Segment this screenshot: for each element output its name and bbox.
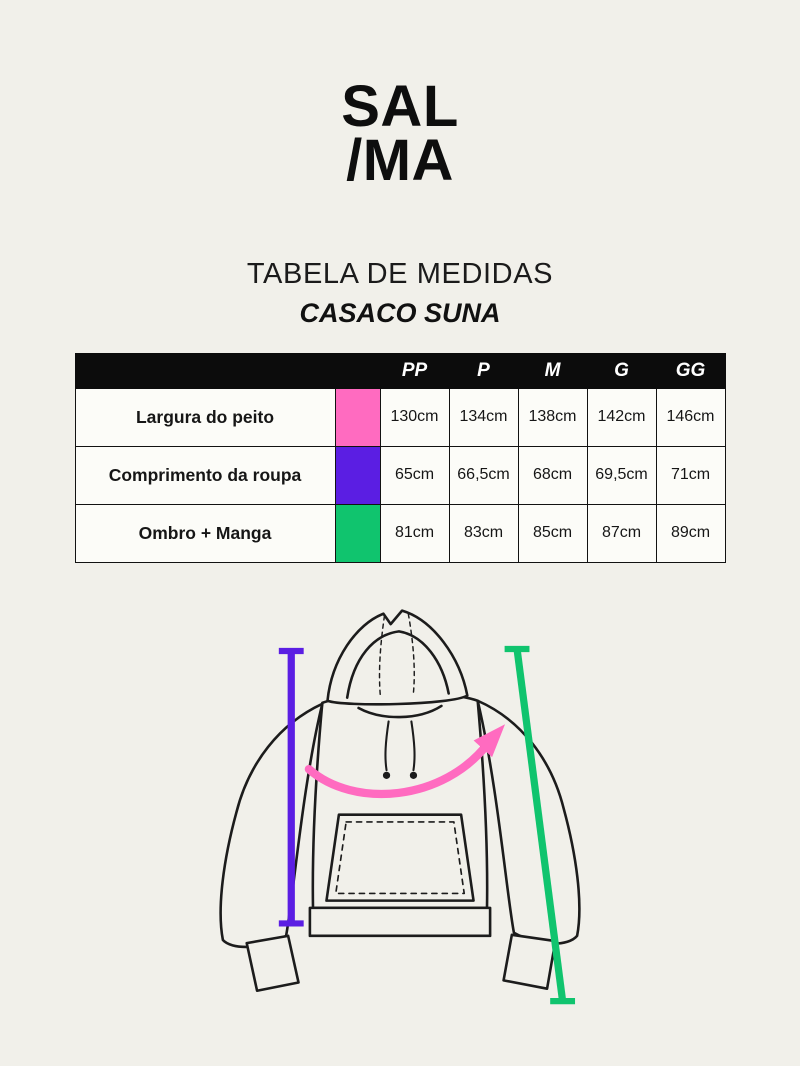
header-label-spacer xyxy=(74,352,336,389)
hoodie-pocket xyxy=(325,813,475,902)
measure-value: 130cm xyxy=(379,387,450,447)
arrowhead-icon xyxy=(473,724,506,758)
drawstring-tip-left xyxy=(382,771,391,779)
row-label: Comprimento da roupa xyxy=(74,445,336,505)
row-label: Largura do peito xyxy=(74,387,336,447)
hoodie-hood-seam-left xyxy=(378,614,386,697)
hoodie-hood xyxy=(326,609,469,706)
garment-length-measure-line xyxy=(278,647,304,927)
purple-swatch xyxy=(334,445,381,505)
pink-swatch xyxy=(334,387,381,447)
measure-value: 71cm xyxy=(655,445,726,505)
measure-value: 138cm xyxy=(517,387,588,447)
hoodie-hem-band xyxy=(308,906,492,938)
measure-value: 142cm xyxy=(586,387,657,447)
size-table: PP P M G GG Largura do peito 130cm 134cm… xyxy=(74,352,726,563)
size-column-m: M xyxy=(517,352,588,389)
measure-value: 85cm xyxy=(517,503,588,563)
brand-logo-line1: SAL xyxy=(341,74,459,139)
measure-value: 87cm xyxy=(586,503,657,563)
size-column-pp: PP xyxy=(379,352,450,389)
size-column-gg: GG xyxy=(655,352,726,389)
size-column-g: G xyxy=(586,352,657,389)
hoodie-pocket-stitching xyxy=(334,820,466,895)
size-column-p: P xyxy=(448,352,519,389)
shoulder-sleeve-measure-line xyxy=(504,645,576,1005)
size-table-header-row: PP P M G GG xyxy=(74,352,726,389)
table-row-shoulder-sleeve: Ombro + Manga 81cm 83cm 85cm 87cm 89cm xyxy=(74,503,726,563)
green-swatch xyxy=(334,503,381,563)
measure-value: 81cm xyxy=(379,503,450,563)
hoodie-left-cuff xyxy=(245,934,300,992)
measure-value: 66,5cm xyxy=(448,445,519,505)
brand-logo: SAL /MA xyxy=(341,74,459,193)
measure-value: 65cm xyxy=(379,445,450,505)
measure-overlays xyxy=(278,645,576,1005)
chest-width-measure-arrow xyxy=(304,724,506,798)
hoodie-right-cuff xyxy=(502,933,557,990)
brand-logo-line2: /MA xyxy=(346,127,454,193)
hoodie-left-sleeve xyxy=(219,702,324,949)
product-name: CASACO SUNA xyxy=(299,297,501,328)
table-row-chest-width: Largura do peito 130cm 134cm 138cm 142cm… xyxy=(74,387,726,447)
page-title: TABELA DE MEDIDAS xyxy=(246,257,554,290)
drawstring-tip-right xyxy=(409,771,418,779)
hoodie-diagram-container xyxy=(110,597,690,1027)
hoodie-right-sleeve xyxy=(476,699,581,945)
measure-value: 83cm xyxy=(448,503,519,563)
hoodie-drawstring-left xyxy=(384,720,390,772)
hoodie-hood-seam-right xyxy=(407,612,415,694)
measure-value: 68cm xyxy=(517,445,588,505)
hoodie-hood-opening xyxy=(345,629,450,699)
measure-value: 134cm xyxy=(448,387,519,447)
hoodie-drawstring-right xyxy=(410,720,416,772)
hoodie-collar xyxy=(357,704,443,719)
hoodie-measure-diagram xyxy=(219,609,581,1005)
header-swatch-spacer xyxy=(334,352,381,389)
measure-value: 89cm xyxy=(655,503,726,563)
measure-value: 146cm xyxy=(655,387,726,447)
measure-value: 69,5cm xyxy=(586,445,657,505)
row-label: Ombro + Manga xyxy=(74,503,336,563)
table-row-garment-length: Comprimento da roupa 65cm 66,5cm 68cm 69… xyxy=(74,445,726,505)
